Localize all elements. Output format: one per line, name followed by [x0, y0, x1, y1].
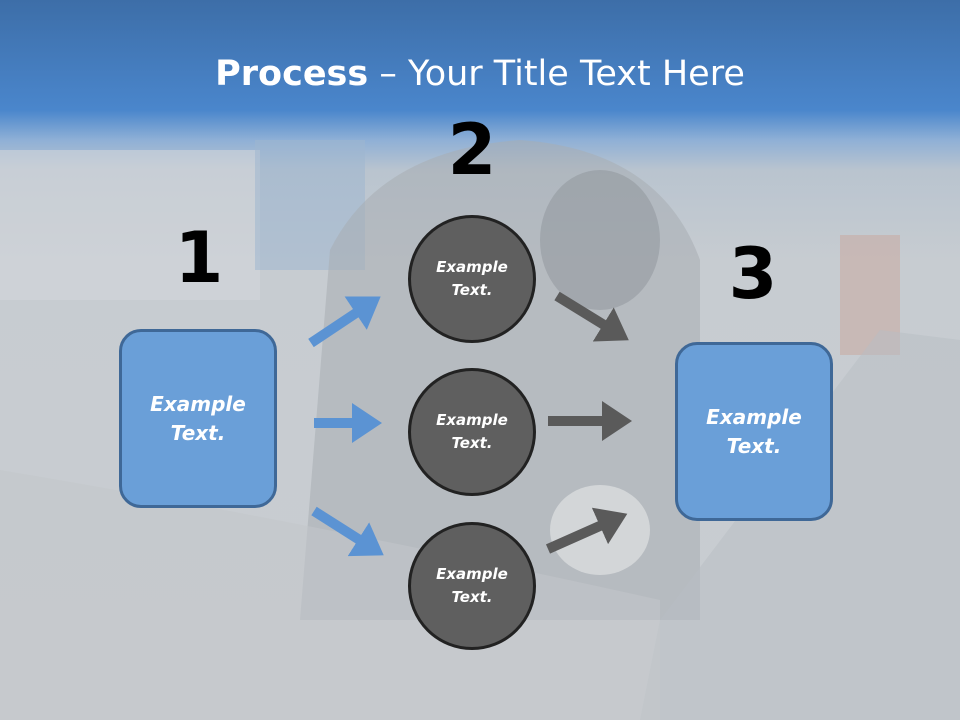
circle-bottom-line2: Text. [451, 588, 493, 606]
circle-bottom[interactable]: Example Text. [408, 522, 536, 650]
step-number-1: 1 [174, 217, 224, 299]
circle-middle-line2: Text. [451, 434, 493, 452]
left-box-line1: Example [150, 391, 246, 416]
arrow-left-to-top [308, 296, 381, 348]
slide-title: Process – Your Title Text Here [0, 52, 960, 96]
right-box-line1: Example [706, 404, 802, 429]
right-example-box[interactable]: Example Text. [675, 342, 833, 521]
circle-middle-line1: Example [436, 411, 508, 429]
circle-middle[interactable]: Example Text. [408, 368, 536, 496]
arrow-top-to-right [554, 291, 629, 342]
circle-top-line2: Text. [451, 281, 493, 299]
circle-bottom-line1: Example [436, 565, 508, 583]
circle-top[interactable]: Example Text. [408, 215, 536, 343]
step-number-2: 2 [447, 109, 497, 191]
left-example-box[interactable]: Example Text. [119, 329, 277, 508]
left-box-line2: Text. [170, 420, 226, 445]
title-rest: – Your Title Text Here [368, 54, 745, 94]
arrow-bottom-to-right [545, 507, 628, 554]
title-bold: Process [215, 54, 369, 94]
arrow-left-to-bottom [311, 506, 384, 557]
circle-top-line1: Example [436, 258, 508, 276]
right-box-line2: Text. [726, 433, 782, 458]
step-number-3: 3 [728, 233, 778, 315]
